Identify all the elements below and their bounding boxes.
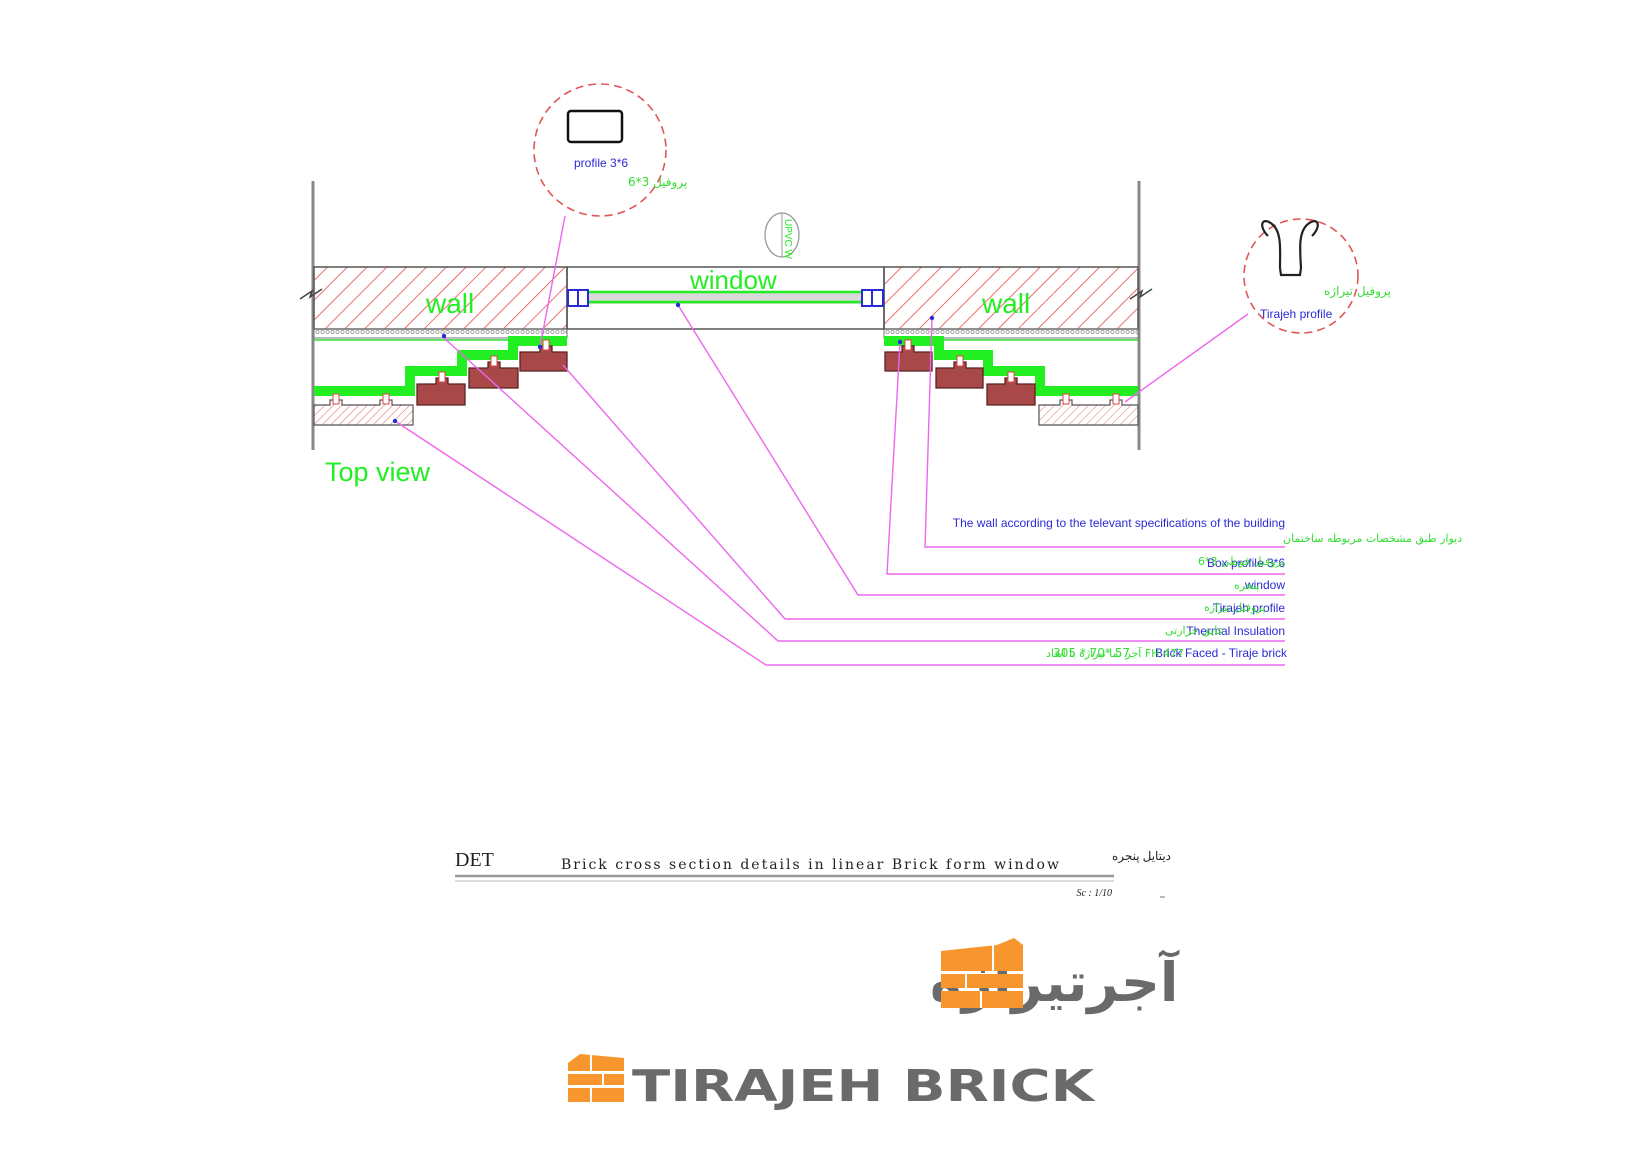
detail-tirajeh-profile: پروفیل تیراژه Tirajeh profile — [1243, 218, 1391, 334]
detail-box-profile: profile 3*6 پروفیل 3*6 — [533, 83, 687, 217]
tirajeh-profile-left — [314, 336, 567, 396]
box-profile-icon — [566, 109, 624, 144]
logo-fa: آجرتیراژه — [930, 938, 1180, 1014]
title-text: Brick cross section details in linear Br… — [561, 857, 1061, 873]
logo-en: TIRAJEH BRICK — [568, 1054, 1096, 1112]
right-wall — [883, 266, 1139, 341]
window-assembly — [566, 266, 885, 330]
view-label: Top view — [325, 457, 431, 487]
title-scale: Sc : 1/10 — [1076, 888, 1112, 899]
svg-text:Tirajeh profile: Tirajeh profile — [1260, 307, 1333, 321]
legend-item-brick-fa: FH 477 آجر نما تیراژه با ابعاد — [1046, 646, 1184, 660]
brick-cut-left — [313, 399, 414, 426]
wall-label-right: wall — [981, 288, 1030, 319]
leader-dots — [392, 302, 935, 424]
bricks-right — [884, 345, 1036, 406]
svg-text:پروفیل تیراژه: پروفیل تیراژه — [1324, 284, 1391, 299]
title-fa: دیتایل پنجره — [1112, 849, 1171, 863]
legend-item-brick-en: Brick Faced - Tiraje brick — [1155, 646, 1288, 660]
window-tag: UPVC W — [764, 212, 800, 260]
legend-item-window-en: window — [1244, 578, 1285, 592]
legend-item-wall-fa: دیوار طبق مشخصات مربوطه ساختمان — [1283, 532, 1462, 546]
legend-item-tirajeh-fa: پروفیل تیراژه — [1204, 601, 1265, 614]
svg-text:profile 3*6: profile 3*6 — [574, 156, 628, 170]
brick-cut-right — [1038, 399, 1139, 426]
legend-item-wall-en: The wall according to the televant speci… — [953, 516, 1285, 530]
anchor-clips — [332, 339, 1120, 405]
brick-logo-icon — [941, 938, 1023, 1008]
legend-item-insulation-fa: عایق حرارتی — [1165, 624, 1224, 638]
legend-item-window-fa: پنجره — [1234, 579, 1259, 592]
title-code: DET — [455, 849, 494, 871]
title-block: DET Brick cross section details in linea… — [455, 849, 1171, 899]
window-label: window — [689, 265, 777, 295]
legend: The wall according to the televant speci… — [953, 516, 1462, 660]
legend-item-brick-dims: 305 * 70* 57 — [1053, 646, 1130, 660]
wall-label-left: wall — [425, 288, 474, 319]
tirajeh-profile-right — [884, 336, 1138, 396]
legend-item-box-en: Box profile 3*6 — [1207, 556, 1285, 570]
brick-logo-icon-small — [568, 1054, 624, 1102]
left-wall — [313, 266, 568, 341]
legend-item-tirajeh-en: Tirajeh profile — [1213, 601, 1286, 615]
tirajeh-profile-icon — [1261, 220, 1319, 277]
logo-en-text: TIRAJEH BRICK — [632, 1061, 1096, 1112]
legend-item-insulation-en: Thermal Insulation — [1186, 624, 1285, 638]
svg-text:UPVC W: UPVC W — [782, 219, 793, 260]
leader-lines — [394, 215, 1285, 666]
legend-item-box-fa: پروفیل قوطی 3*6 — [1198, 555, 1285, 568]
svg-text:پروفیل 3*6: پروفیل 3*6 — [628, 175, 687, 190]
bricks-left — [416, 345, 568, 406]
